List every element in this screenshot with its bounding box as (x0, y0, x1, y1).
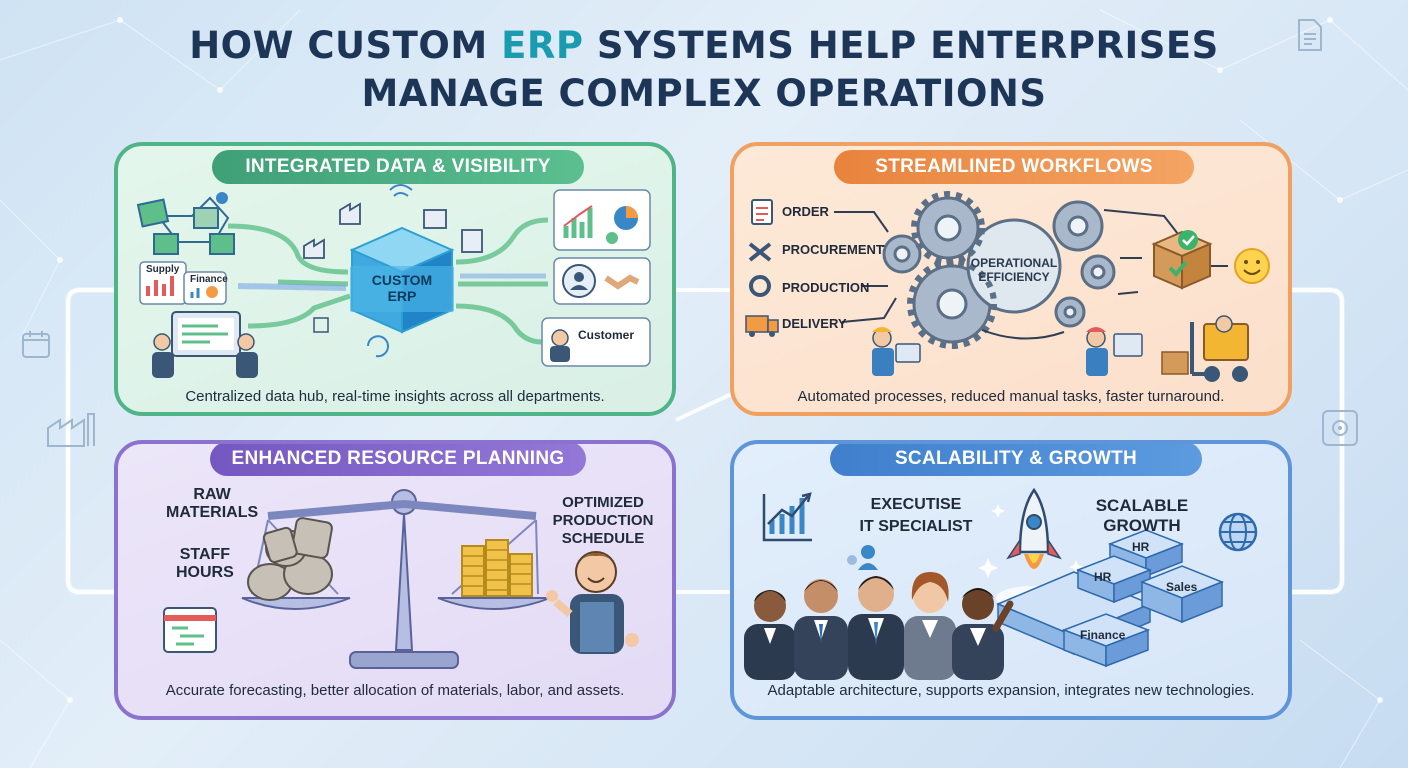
block-sales: Sales (1166, 580, 1198, 594)
factory-icon (47, 413, 95, 447)
truck-icon (745, 315, 769, 333)
step-order: ORDER (782, 204, 829, 219)
resource-illustration (163, 489, 639, 669)
scalable-blocks (996, 529, 1225, 668)
scal-line-1: SCALABLE (1095, 496, 1189, 515)
integrated-caption: Centralized data hub, real-time insights… (185, 388, 605, 405)
efficiency-line-1: OPERATIONAL (970, 256, 1058, 270)
scalability-caption: Adaptable architecture, supports expansi… (767, 682, 1255, 699)
worker-screen-icon (1086, 327, 1143, 376)
custom-erp-cube (349, 226, 455, 334)
efficiency-line-2: EFFICIENCY (978, 270, 1050, 284)
staff-line-2: HOURS (176, 564, 234, 581)
smile-icon (1234, 248, 1270, 284)
step-production: PRODUCTION (782, 280, 870, 295)
forklift-icon (1161, 315, 1249, 382)
block-hr: HR (1094, 570, 1112, 584)
settings-screen-icon (1322, 410, 1358, 446)
title-suffix: SYSTEMS HELP ENTERPRISES (583, 24, 1219, 67)
exec-line-1: EXECUTISE (870, 496, 962, 513)
material-sacks-icon (247, 517, 333, 601)
supply-label: Supply (146, 264, 180, 275)
raw-materials-label: RAW MATERIALS (166, 486, 258, 522)
globe-icon (1218, 512, 1258, 552)
staff-hours-label: STAFF HOURS (176, 546, 234, 582)
integrated-heading: INTEGRATED DATA & VISIBILITY (212, 150, 584, 184)
map-network-icon (136, 192, 235, 255)
panel-scalability-growth: SCALABILITY & GROWTH EXECUTISE IT SPECIA… (730, 440, 1292, 720)
document-icon (1298, 19, 1322, 51)
title-highlight: ERP (501, 24, 584, 67)
scalability-heading: SCALABILITY & GROWTH (830, 444, 1202, 476)
customer-label: Customer (578, 328, 635, 342)
scalable-growth-label: SCALABLE GROWTH (1090, 496, 1194, 536)
panel-resource-planning: ENHANCED RESOURCE PLANNING RAW MATERIALS… (114, 440, 676, 720)
workflows-heading: STREAMLINED WORKFLOWS (834, 150, 1194, 184)
title-line-1: HOW CUSTOM ERP SYSTEMS HELP ENTERPRISES (0, 22, 1408, 70)
raw-line-2: MATERIALS (166, 504, 259, 521)
block-finance: Finance (1080, 628, 1126, 642)
step-delivery: DELIVERY (782, 316, 847, 331)
workflows-caption: Automated processes, reduced manual task… (797, 388, 1225, 405)
tools-icon (748, 242, 772, 262)
small-gear-icon (749, 275, 771, 297)
opt-line-3: SCHEDULE (561, 530, 645, 547)
coin-stacks-icon (461, 539, 533, 597)
panel-streamlined-workflows: STREAMLINED WORKFLOWS ORDER PROCUREMENT … (730, 142, 1292, 416)
title-prefix: HOW CUSTOM (189, 24, 502, 67)
step-procurement: PROCUREMENT (782, 242, 884, 257)
gears-cluster (882, 196, 1116, 344)
it-specialist-icon (847, 545, 878, 570)
finance-label: Finance (190, 274, 228, 285)
optimized-schedule-label: OPTIMIZED PRODUCTION SCHEDULE (542, 494, 664, 548)
growth-chart-icon (762, 492, 812, 542)
clipboard-icon (751, 199, 773, 225)
balance-scale-icon (241, 489, 551, 669)
opt-line-2: PRODUCTION (552, 512, 654, 529)
exec-line-2: IT SPECIALIST (859, 518, 973, 535)
scalability-illustration (744, 487, 1258, 680)
panel-integrated-data: INTEGRATED DATA & VISIBILITY Supply Fina… (114, 142, 676, 416)
worker-tablet-icon (872, 327, 921, 376)
title-line-2: MANAGE COMPLEX OPERATIONS (361, 72, 1047, 115)
block-hr-top: HR (1132, 540, 1150, 554)
staff-line-1: STAFF (179, 546, 231, 563)
page-title: HOW CUSTOM ERP SYSTEMS HELP ENTERPRISES … (0, 22, 1408, 118)
thumbs-up-worker-icon (546, 551, 639, 654)
erp-hub-label: CUSTOM ERP (350, 272, 454, 304)
opt-line-1: OPTIMIZED (562, 494, 644, 511)
business-team (744, 572, 1014, 680)
executive-label: EXECUTISE IT SPECIALIST (856, 494, 976, 538)
raw-line-1: RAW (193, 486, 231, 503)
scal-line-2: GROWTH (1103, 516, 1181, 535)
desk-team-icon (152, 311, 258, 378)
resource-heading: ENHANCED RESOURCE PLANNING (210, 444, 586, 476)
erp-hub-line-2: ERP (387, 288, 417, 304)
dashboard-card (553, 189, 651, 251)
resource-caption: Accurate forecasting, better allocation … (165, 682, 625, 699)
calendar-icon (22, 331, 50, 358)
integrated-illustration (136, 184, 651, 378)
efficiency-label: OPERATIONAL EFFICIENCY (966, 256, 1062, 284)
workflows-illustration (745, 191, 1270, 382)
erp-hub-line-1: CUSTOM (371, 272, 433, 288)
